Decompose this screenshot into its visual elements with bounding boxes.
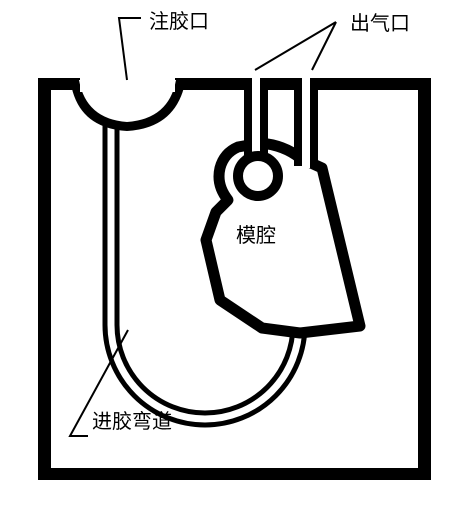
label-injection-port: 注胶口 (149, 9, 209, 33)
injection-port-opening (80, 76, 175, 92)
label-mold-cavity: 模腔 (236, 223, 276, 247)
vent-channels (244, 76, 318, 168)
leader-curved-runner (68, 329, 129, 437)
leader-vent-right (311, 21, 337, 71)
leader-injection-port (117, 17, 141, 81)
curved-runner-channel (107, 118, 303, 423)
label-vent-port: 出气口 (350, 11, 410, 35)
label-curved-runner: 进胶弯道 (92, 409, 172, 433)
cavity-boss (233, 151, 283, 201)
leader-vent-left (254, 21, 337, 71)
